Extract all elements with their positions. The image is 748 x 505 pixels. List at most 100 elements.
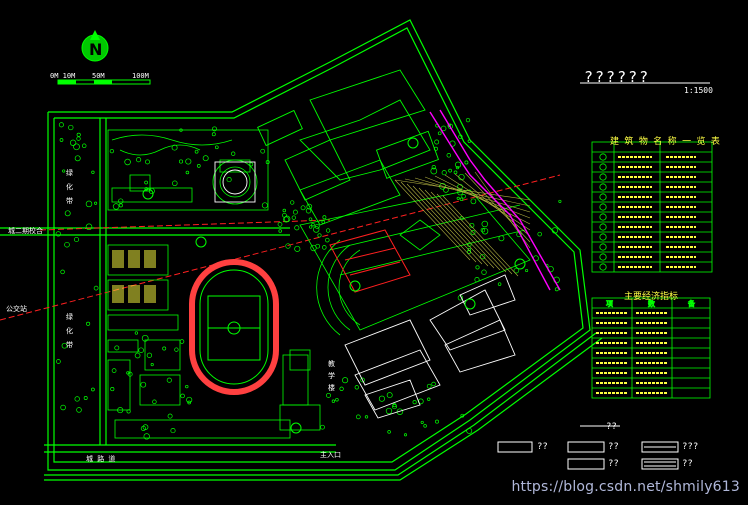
tree-symbol: [391, 404, 398, 410]
tree-symbol: [140, 425, 146, 431]
tree-symbol: [118, 203, 123, 208]
tree-symbol: [61, 342, 68, 349]
tree-symbol: [170, 428, 176, 434]
tree-symbol: [202, 155, 209, 162]
tree-symbol: [431, 381, 436, 387]
tree-symbol: [140, 381, 147, 388]
tree-symbol: [466, 242, 472, 247]
tree-symbol: [285, 243, 291, 249]
tree-symbol: [124, 158, 131, 166]
tree-symbol: [460, 413, 465, 418]
tree-symbol: [446, 153, 452, 158]
tree-symbol: [294, 245, 301, 252]
tree-symbol: [310, 244, 317, 252]
tree-symbol: [211, 132, 216, 137]
tree-symbol: [437, 131, 442, 136]
tree-symbol: [185, 384, 189, 389]
tree-symbol: [459, 197, 464, 202]
tree-symbol: [59, 138, 64, 142]
tree-symbol: [360, 377, 365, 383]
tree-symbol: [109, 148, 115, 154]
scalebar-label-0: 0M 10M: [50, 72, 76, 80]
indicator-table-header: 数: [648, 299, 655, 308]
magenta-boundary: [429, 109, 561, 291]
tree-symbol: [174, 347, 179, 352]
building-markers: [142, 137, 526, 434]
tree-symbol: [278, 229, 282, 233]
tree-symbol: [81, 143, 87, 149]
tree-symbol: [322, 245, 327, 250]
tree-symbol: [292, 209, 298, 215]
tree-symbol: [62, 169, 66, 173]
tree-symbol: [187, 400, 192, 405]
tree-symbol: [146, 352, 153, 358]
tree-symbol: [68, 124, 74, 131]
marker-circle: [195, 236, 207, 248]
tree-symbol: [231, 151, 236, 156]
bus-stop-label: 公交站: [6, 305, 27, 313]
marker-circle: [290, 422, 302, 434]
tree-symbol: [426, 383, 432, 389]
tree-symbol: [481, 227, 489, 235]
running-track: [189, 259, 279, 395]
tree-symbol: [282, 208, 287, 213]
tree-symbol: [441, 170, 447, 176]
dormitory-cluster: [214, 161, 256, 203]
tree-symbol: [339, 386, 344, 391]
tree-symbol: [385, 407, 393, 415]
tree-symbol: [475, 265, 480, 270]
tree-symbol: [112, 203, 120, 210]
tree-symbols: [55, 117, 562, 440]
legend-label-1: ??: [537, 442, 548, 452]
tree-symbol: [435, 419, 439, 424]
tree-symbol: [260, 148, 266, 154]
tree-symbol: [322, 215, 327, 220]
tree-symbol: [497, 282, 502, 286]
economic-indicator-table: 项数备: [591, 297, 711, 399]
tree-symbol: [186, 396, 193, 403]
red-axis-lines: [0, 174, 561, 321]
tree-symbol: [440, 125, 447, 132]
tree-symbol: [136, 157, 142, 163]
tree-symbol: [551, 227, 559, 234]
tree-symbol: [150, 363, 154, 367]
legend-label-3: ???: [682, 442, 699, 452]
tree-symbol: [83, 396, 88, 400]
tree-symbol: [456, 196, 460, 200]
tree-symbol: [91, 387, 95, 392]
tree-symbol: [185, 158, 192, 165]
tree-symbol: [134, 352, 141, 359]
sports-courts: [107, 244, 181, 411]
marker-circle: [407, 137, 419, 149]
tree-symbol: [461, 194, 466, 199]
tree-symbol: [354, 385, 359, 390]
tree-symbol: [196, 164, 201, 168]
watermark-url: https://blog.csdn.net/shmily613: [511, 479, 740, 495]
west-road-label: 城二期校合: [8, 227, 43, 235]
tree-symbol: [148, 187, 155, 195]
tree-symbol: [420, 420, 424, 424]
tree-symbol: [261, 202, 268, 209]
legend-label-2: ??: [608, 442, 619, 452]
tree-symbol: [558, 199, 562, 203]
marker-circle: [514, 258, 526, 270]
drawing-title: ??????: [584, 68, 651, 86]
tree-symbol: [294, 225, 300, 231]
tree-symbol: [308, 217, 313, 221]
tree-symbol: [434, 139, 440, 145]
tree-symbol: [144, 180, 148, 185]
tree-symbol: [311, 222, 315, 227]
tree-symbol: [249, 162, 254, 167]
tree-symbol: [172, 180, 178, 187]
tree-symbol: [386, 392, 393, 399]
tree-symbol: [85, 200, 93, 208]
tree-symbol: [74, 396, 80, 402]
north-buildings: [257, 69, 440, 226]
tree-symbol: [355, 414, 361, 420]
tree-symbol: [152, 399, 157, 405]
tree-symbol: [283, 215, 291, 223]
tree-symbol: [326, 392, 331, 398]
tree-symbol: [94, 201, 98, 205]
tree-symbol: [76, 136, 81, 141]
tree-symbol: [325, 237, 330, 243]
